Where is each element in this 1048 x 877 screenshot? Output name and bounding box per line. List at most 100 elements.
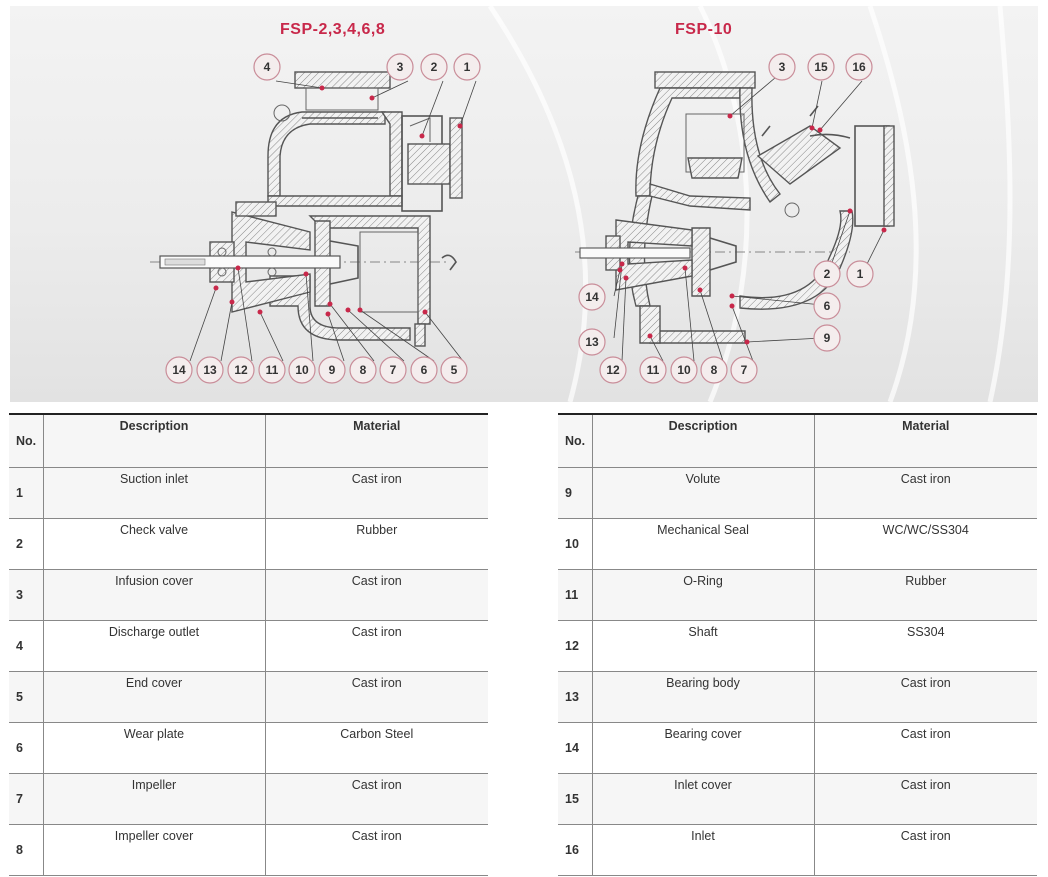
svg-text:1: 1 (857, 267, 864, 281)
svg-text:5: 5 (451, 363, 458, 377)
svg-text:4: 4 (264, 60, 271, 74)
cell-no: 7 (9, 773, 44, 825)
cell-no: 8 (9, 824, 44, 876)
pump-sectional-drawings: 1 2 3 4 5 6 7 8 9 10 11 12 13 14 1 2 3 6… (150, 6, 1013, 402)
cell-description: Inlet cover (592, 773, 815, 825)
cell-material: Rubber (265, 518, 488, 570)
cell-material: Cast iron (265, 569, 488, 621)
header-material: Material (265, 413, 488, 468)
cell-material: WC/WC/SS304 (814, 518, 1037, 570)
cell-material: Carbon Steel (265, 722, 488, 774)
callout-right-1: 1 (846, 260, 874, 288)
callout-left-8: 8 (349, 356, 377, 384)
leader-dots (213, 85, 887, 345)
cell-no: 6 (9, 722, 44, 774)
svg-text:7: 7 (741, 363, 748, 377)
header-no: No. (558, 413, 593, 468)
cell-no: 16 (558, 824, 593, 876)
callout-left-5: 5 (440, 356, 468, 384)
cell-no: 12 (558, 620, 593, 672)
cell-material: Cast iron (814, 671, 1037, 723)
callout-right-6: 6 (813, 292, 841, 320)
diagram-panel: 1 2 3 4 5 6 7 8 9 10 11 12 13 14 1 2 3 6… (10, 6, 1038, 402)
table-header-row: No. Description Material (558, 413, 1037, 468)
svg-text:12: 12 (606, 363, 620, 377)
callout-left-14: 14 (165, 356, 193, 384)
svg-text:13: 13 (203, 363, 217, 377)
header-description: Description (592, 413, 815, 468)
svg-text:6: 6 (421, 363, 428, 377)
cell-material: Rubber (814, 569, 1037, 621)
cell-description: Suction inlet (43, 467, 266, 519)
callout-left-6: 6 (410, 356, 438, 384)
cell-description: Bearing cover (592, 722, 815, 774)
callout-right-13: 13 (578, 328, 606, 356)
callout-left-4: 4 (253, 53, 281, 81)
cell-no: 4 (9, 620, 44, 672)
cell-description: Infusion cover (43, 569, 266, 621)
svg-text:3: 3 (779, 60, 786, 74)
callout-right-12: 12 (599, 356, 627, 384)
svg-text:14: 14 (172, 363, 186, 377)
cell-description: Impeller cover (43, 824, 266, 876)
cell-no: 15 (558, 773, 593, 825)
cell-no: 9 (558, 467, 593, 519)
cell-material: Cast iron (814, 467, 1037, 519)
callout-left-12: 12 (227, 356, 255, 384)
callout-left-7: 7 (379, 356, 407, 384)
callout-right-10: 10 (670, 356, 698, 384)
svg-text:3: 3 (397, 60, 404, 74)
cell-description: Wear plate (43, 722, 266, 774)
svg-text:2: 2 (824, 267, 831, 281)
svg-text:7: 7 (390, 363, 397, 377)
cell-description: Volute (592, 467, 815, 519)
cell-description: Mechanical Seal (592, 518, 815, 570)
cell-description: Bearing body (592, 671, 815, 723)
callout-left-9: 9 (318, 356, 346, 384)
callout-left-1: 1 (453, 53, 481, 81)
cell-description: End cover (43, 671, 266, 723)
svg-text:15: 15 (814, 60, 828, 74)
cell-description: Shaft (592, 620, 815, 672)
svg-text:1: 1 (464, 60, 471, 74)
left-pump-drawing (150, 71, 463, 347)
header-material: Material (814, 413, 1037, 468)
cell-material: Cast iron (265, 824, 488, 876)
svg-text:6: 6 (824, 299, 831, 313)
svg-text:10: 10 (677, 363, 691, 377)
callout-right-2: 2 (813, 260, 841, 288)
header-no: No. (9, 413, 44, 468)
cell-material: SS304 (814, 620, 1037, 672)
right-pump-drawing (575, 71, 895, 344)
callout-right-9: 9 (813, 324, 841, 352)
callout-left-10: 10 (288, 356, 316, 384)
cell-no: 10 (558, 518, 593, 570)
left-diagram-title: FSP-2,3,4,6,8 (280, 21, 386, 38)
cell-description: Check valve (43, 518, 266, 570)
cell-material: Cast iron (814, 773, 1037, 825)
table-header-row: No. Description Material (9, 413, 488, 468)
left-callouts: 1 2 3 4 5 6 7 8 9 10 11 12 13 14 (165, 53, 481, 384)
cell-no: 5 (9, 671, 44, 723)
cell-no: 2 (9, 518, 44, 570)
svg-text:11: 11 (266, 363, 279, 377)
svg-text:8: 8 (360, 363, 367, 377)
cell-material: Cast iron (814, 722, 1037, 774)
svg-text:13: 13 (585, 335, 599, 349)
cell-no: 11 (558, 569, 593, 621)
